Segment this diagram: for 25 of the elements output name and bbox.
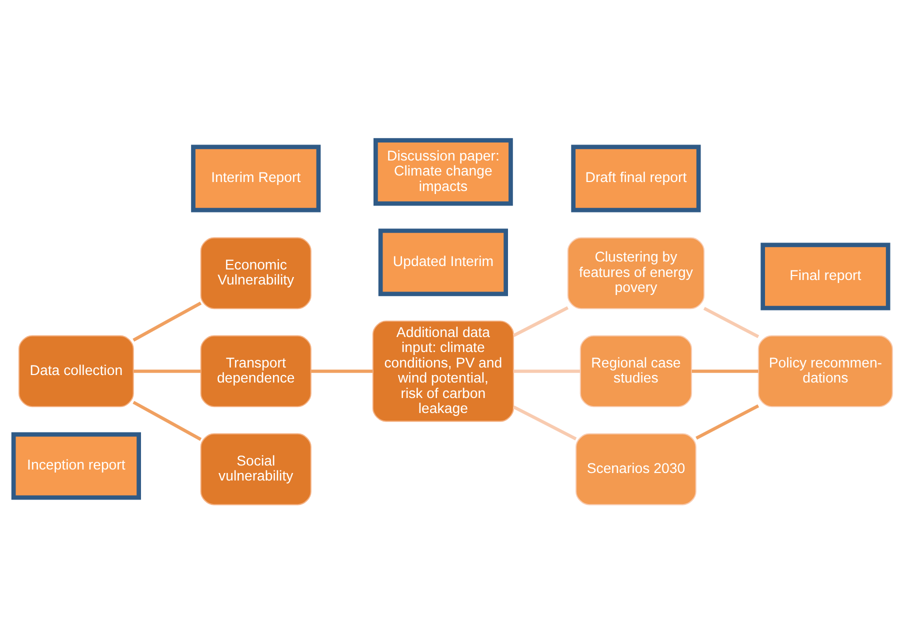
node-box: Data collection [18,334,134,407]
node-box: Policy recommen- dations [757,334,892,407]
connector [702,306,759,338]
connector [695,404,759,440]
connector [512,404,576,440]
node-box: Discussion paper: Climate change impacts [373,138,512,206]
connector [513,369,580,372]
node-box: Final report [760,242,890,310]
connector [310,369,372,372]
node-box: Social vulnerability [200,432,311,505]
node-box: Additional data input: climate conditions, PV and wind potential, risk of carbon leakage [372,320,514,422]
connector [512,306,568,337]
node-box: Economic Vulnerability [200,236,311,309]
node-box: Regional case studies [579,334,692,407]
node-box: Updated Interim [378,228,508,296]
connector [132,301,202,342]
node-box: Inception report [10,432,140,500]
node-box: Scenarios 2030 [575,432,696,505]
connector [691,369,758,372]
node-box: Clustering by features of energy povery [566,236,704,309]
connector [132,400,202,440]
node-box: Transport dependence [200,334,311,407]
node-box: Draft final report [570,144,700,212]
node-box: Interim Report [190,144,320,212]
connector [132,369,200,372]
